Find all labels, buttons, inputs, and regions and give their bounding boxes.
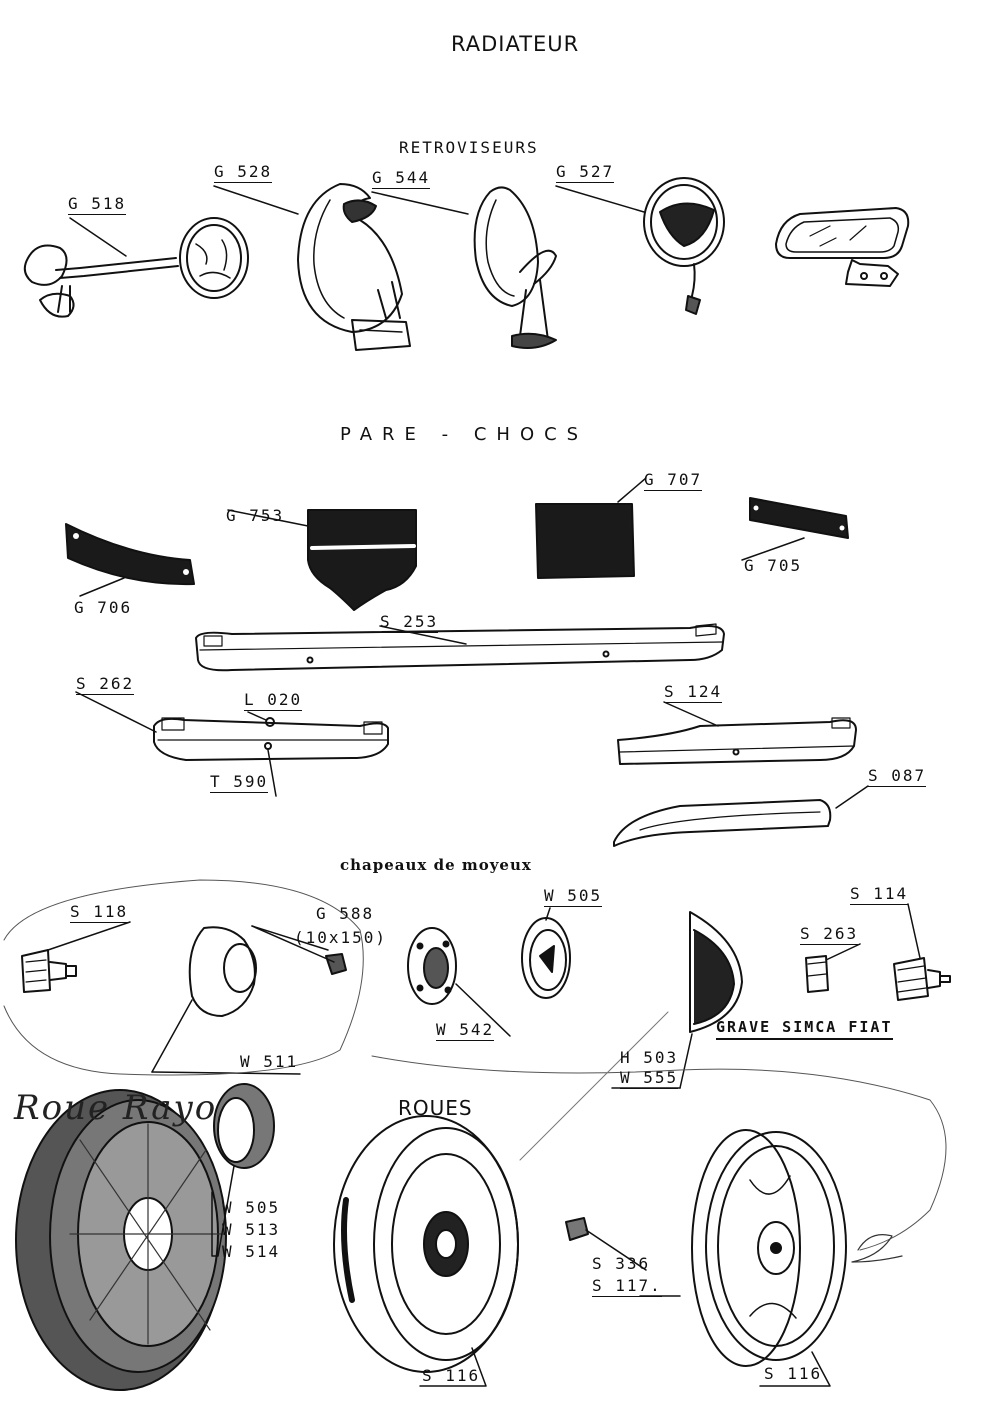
mirror-g518-illustration [23,217,249,318]
part-label-w514: W 514 [222,1242,281,1261]
steel-wheel-s116-left-illustration [333,1115,519,1373]
plate-g705-illustration [749,497,849,539]
part-label-g707: G 707 [644,470,703,491]
mirror-g527-illustration [643,177,725,315]
mirror-g528-illustration [297,183,411,351]
mirror-rectangular-illustration [775,207,910,287]
part-label-s124: S 124 [664,682,723,703]
part-label-w513: W 513 [222,1220,281,1239]
part-label-s336: S 336 [592,1254,651,1273]
leader-g528 [213,185,299,215]
part-label-w542: W 542 [436,1020,495,1041]
part-label-s117: S 117. [592,1276,662,1297]
part-label-g588: G 588 [316,904,375,923]
part-label-w505-top: W 505 [544,886,603,907]
hub-nut-s118-illustration [21,949,77,993]
part-label-g588-size: (10x150) [294,928,388,947]
part-label-g527: G 527 [556,162,615,183]
bumper-end-s087-illustration [613,799,832,847]
handwritten-note: Roue Rayo [14,1088,218,1128]
section-title-wheels: ROUES [398,1096,473,1120]
part-label-g518: G 518 [68,194,127,215]
part-label-s118: S 118 [70,902,129,923]
part-label-s116-left: S 116 [422,1366,481,1385]
knock-off-w505-illustration [213,1083,275,1169]
part-label-s114: S 114 [850,884,909,905]
bumper-half-s124-illustration [617,717,857,765]
part-label-s116-right: S 116 [764,1364,823,1383]
hubcap-h503-illustration [689,911,743,1033]
part-label-g705: G 705 [744,556,803,575]
mirror-g544-illustration [473,186,557,349]
part-label-l020: L 020 [244,690,303,711]
bumper-guard-g706-illustration [65,523,195,586]
disc-wheel-s116-right-illustration [691,1129,847,1367]
part-label-s262: S 262 [76,674,135,695]
part-label-w555: W 555 [620,1068,679,1089]
part-label-w511: W 511 [240,1052,299,1071]
part-label-s263: S 263 [800,924,859,945]
section-title-mirrors: RETROVISEURS [399,138,539,157]
part-label-g544: G 544 [372,168,431,189]
nut-s336-illustration [565,1217,589,1241]
part-label-s253: S 253 [380,612,439,633]
hubcap-w542-illustration [407,927,457,1005]
hubcap-w505-top-illustration [521,917,571,999]
leader-g518 [69,217,127,257]
overrider-g707-illustration [535,503,635,579]
part-label-w505: W 505 [222,1198,281,1217]
part-label-h503: H 503 [620,1048,679,1067]
part-label-t590: T 590 [210,772,269,793]
part-label-g528: G 528 [214,162,273,183]
wire-wheel-illustration [15,1089,227,1391]
hub-nut-s114-illustration [893,957,951,1001]
part-label-s087: S 087 [868,766,927,787]
part-label-g706: G 706 [74,598,133,617]
hub-nut-s263-illustration [805,955,829,993]
bumper-bar-s253-illustration [195,623,725,672]
brand-names: GRAVE SIMCA FIAT [716,1018,893,1040]
part-label-g753: G 753 [226,506,285,525]
bumper-half-s262-illustration [153,717,389,761]
leader-g544 [371,191,469,215]
nut-g588-illustration [325,953,347,975]
section-title-hubcaps: chapeaux de moyeux [340,856,532,874]
section-title-bumpers: PARE - CHOCS [340,424,589,445]
hubcap-w511-illustration [188,926,257,1017]
page-title: RADIATEUR [451,32,580,56]
bumper-g753-illustration [307,509,417,611]
leader-g527 [555,185,645,213]
